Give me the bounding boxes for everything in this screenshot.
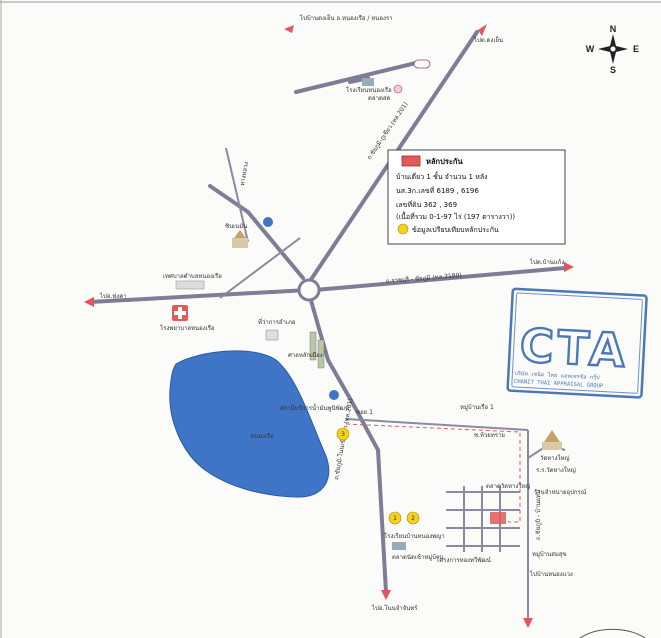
marker-1: 1 xyxy=(388,511,402,525)
legend-comparison-swatch xyxy=(397,223,409,235)
road-north-small xyxy=(225,147,249,243)
lake-label: หนองเรือ xyxy=(250,432,274,440)
school2-label: โรงเรียนบ้านหนองพญา xyxy=(384,532,445,540)
road-north-small-label: ทางหลวง xyxy=(239,161,250,186)
marker-1-label: 1 xyxy=(393,515,397,522)
arrow-west-icon xyxy=(84,297,94,307)
market-r-label: ตลาดวัดหางใหญ่ xyxy=(486,482,530,490)
collateral-marker xyxy=(490,512,506,524)
compass-e: E xyxy=(633,44,639,54)
market-label: ตลาดสด xyxy=(368,95,391,102)
shophouse-row xyxy=(309,331,325,369)
compass-rose-icon: N S E W xyxy=(586,24,639,75)
school-icon xyxy=(362,78,374,86)
road-south-exit-label: ไปอ.โนนจำจันทร์ xyxy=(371,604,418,612)
market2-label: ตลาดนัดเช้าหมู่บ้าน xyxy=(392,554,444,561)
village-grid xyxy=(446,486,520,552)
lake-area-label: ศาลหลักเมือง xyxy=(288,351,323,359)
district-label: ที่ว่าการอำเภอ xyxy=(258,318,296,326)
cta-line1: บริษัท เชนิด ไทย แอพเพรซัล กรุ๊ป xyxy=(514,370,600,381)
marker-3: 3 xyxy=(336,427,350,441)
hospital-icon xyxy=(172,305,188,321)
municipality-label: เทศบาลตำบลหนองเรือ xyxy=(163,272,222,280)
village-label: หมู่บ้านสมสุข xyxy=(532,551,567,558)
building-icon xyxy=(265,329,279,341)
legend-line3: เลขที่ดิน 362 , 369 xyxy=(396,200,457,209)
road-main-label: ถ.ราชบุรี - ชัยภูมิ (ทล.2180) xyxy=(386,271,463,285)
lake xyxy=(169,350,330,498)
roundabout xyxy=(297,278,321,302)
temple-icon xyxy=(232,230,248,248)
road-top xyxy=(294,60,422,94)
legend-line2: นส.3ก.เลขที่ 6189 , 6196 xyxy=(396,186,479,195)
gas-station-icon xyxy=(329,390,339,400)
municipality-icon xyxy=(175,280,205,290)
road-east-label: ไปต.บ้านแก้ง xyxy=(529,258,564,266)
temple-r2-label: ร.ร.วัดหางใหญ่ xyxy=(536,466,576,474)
legend-line1: บ้านเดี่ยว 1 ชั้น จำนวน 1 หลัง xyxy=(396,170,488,181)
arrow-east-icon xyxy=(564,262,574,272)
road-northwest xyxy=(208,184,305,280)
cta-stamp: CTA บริษัท เชนิด ไทย แอพเพรซัล กรุ๊ป CHA… xyxy=(506,287,648,399)
village-r-label: หมู่บ้านเรือ 1 xyxy=(460,403,494,411)
road-west xyxy=(88,288,310,304)
legend-title: หลักประกัน xyxy=(426,157,463,166)
arrow-south-icon xyxy=(381,590,391,600)
marker-2: 2 xyxy=(406,511,420,525)
temple-r1-label: วัดหางใหญ่ xyxy=(540,454,570,462)
gas-label: สถานีบริการน้ำมันพูนิพัฒน์ xyxy=(280,402,349,412)
west-label: ซ.ห้วยทราย xyxy=(474,432,505,439)
road-east xyxy=(313,266,567,292)
arrow-south-right-icon xyxy=(523,618,533,628)
legend-line5: ข้อมูลเปรียบเทียบหลักประกัน xyxy=(412,226,499,234)
route-badge-icon xyxy=(413,59,431,69)
temple-label: ซินเนมัน xyxy=(225,223,247,230)
market-icon xyxy=(393,84,403,94)
compass-w: W xyxy=(586,44,595,54)
scan-corner-artifact xyxy=(579,628,646,638)
legend-line4: (เนื้อที่รวม 0-1-97 ไร่ (197 ตารางวา)) xyxy=(396,210,515,221)
road-south xyxy=(308,295,388,594)
road-top-right-label: ไปต.ดงเย็น xyxy=(473,35,503,44)
route-dashed xyxy=(345,423,521,523)
compass-n: N xyxy=(610,24,617,34)
cta-line2: CHANIT THAI APPRAISAL GROUP xyxy=(514,379,604,390)
temple-right-icon xyxy=(542,430,562,450)
marker-2-label: 2 xyxy=(411,515,415,522)
road-diagonal xyxy=(219,237,301,299)
marker-3-label: 3 xyxy=(341,431,345,438)
arrow-top-right-icon xyxy=(478,24,487,36)
school2-icon xyxy=(392,542,406,550)
compass-s: S xyxy=(610,65,616,75)
cta-logo-text: CTA xyxy=(519,318,631,378)
legend-collateral-swatch xyxy=(401,155,421,167)
legend: หลักประกัน บ้านเดี่ยว 1 ชั้น จำนวน 1 หลั… xyxy=(387,149,566,245)
road-top-left-label: ไปบ้านดงเย็น อ.หนองเรือ / หนองรา xyxy=(299,13,393,22)
info-circle-icon xyxy=(263,217,273,227)
road-soi1-label: ซอย 1 xyxy=(356,409,373,416)
arrow-top-left-icon xyxy=(284,25,294,33)
school-label: โรงเรียนหนองเรือ xyxy=(346,86,392,94)
street-right-label: ถ.ชัยภูมิ - บ้านแท่น xyxy=(535,490,542,540)
road-west-label: ไปอ.ทุ่งคา xyxy=(99,292,127,300)
road-soi1 xyxy=(345,418,529,431)
hospital-label: โรงพยาบาลหนองเรือ xyxy=(160,324,215,332)
south-right-label: ไปบ้านหนองแวง xyxy=(529,570,573,578)
dormitory-label: โครงการทองทวีพัฒน์ xyxy=(436,556,491,564)
store-r-label: ร้านจำหน่ายอุปกรณ์ xyxy=(534,488,587,496)
